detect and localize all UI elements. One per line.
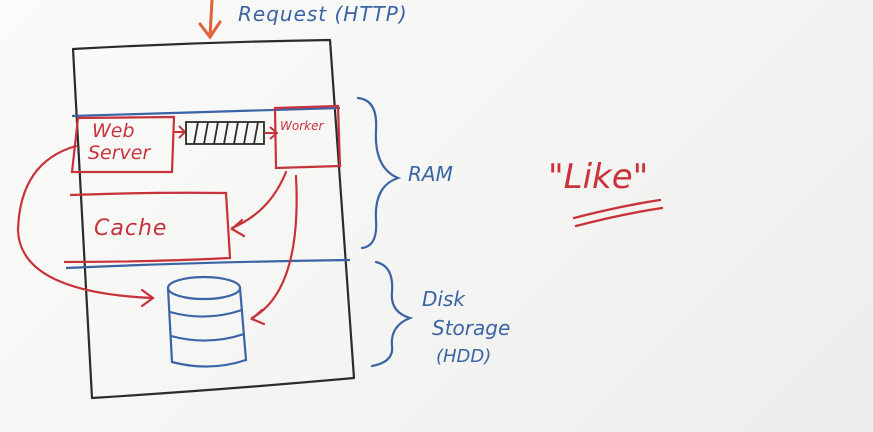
disk-label-line3: (HDD) bbox=[436, 346, 492, 367]
disk-brace bbox=[370, 260, 414, 368]
like-underline bbox=[572, 198, 664, 228]
like-label: "Like" bbox=[548, 157, 649, 197]
cache-box bbox=[63, 191, 232, 264]
ram-label: RAM bbox=[408, 162, 453, 186]
worker-label: Worker bbox=[280, 119, 324, 133]
request-label: Request (HTTP) bbox=[238, 2, 408, 26]
worker-to-cache-arrow bbox=[230, 170, 288, 238]
database-icon bbox=[166, 275, 248, 368]
server-box bbox=[71, 38, 356, 400]
web-server-label-line1: Web bbox=[92, 120, 135, 142]
to-worker-arrow bbox=[264, 126, 279, 140]
cache-label: Cache bbox=[94, 216, 168, 241]
ram-top-divider bbox=[71, 106, 341, 118]
ram-brace bbox=[356, 96, 402, 250]
to-queue-arrow bbox=[174, 125, 187, 139]
web-server-box bbox=[70, 115, 176, 174]
webserver-to-disk-arrow bbox=[16, 144, 155, 308]
disk-label-line1: Disk bbox=[422, 287, 465, 311]
message-queue bbox=[185, 121, 265, 145]
disk-label-line2: Storage bbox=[432, 316, 511, 340]
worker-box bbox=[273, 104, 342, 170]
ram-disk-divider bbox=[65, 258, 351, 270]
worker-to-disk-arrow bbox=[249, 174, 298, 326]
request-arrow bbox=[198, 0, 222, 40]
web-server-label-line2: Server bbox=[88, 142, 151, 164]
